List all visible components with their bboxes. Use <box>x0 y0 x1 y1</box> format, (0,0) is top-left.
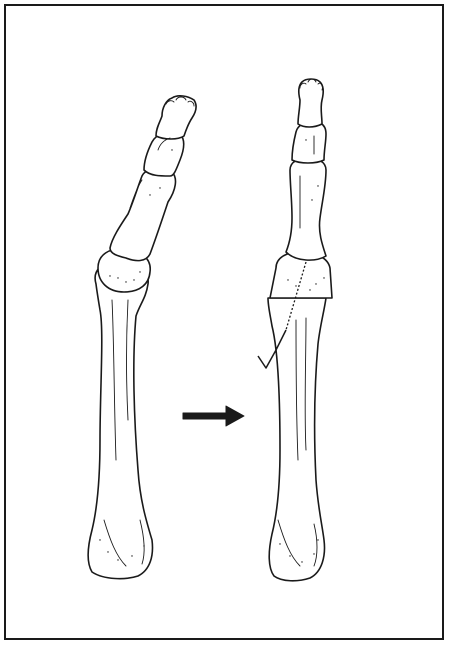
after-panel <box>258 79 332 581</box>
left-distal-phalanx <box>156 96 196 139</box>
right-proximal-phalanx <box>286 158 326 260</box>
before-panel <box>88 96 196 579</box>
left-proximal-phalanx <box>110 169 175 261</box>
arrow-right-icon <box>183 406 244 426</box>
right-middle-phalanx <box>292 122 326 163</box>
right-distal-phalanx <box>298 79 323 127</box>
